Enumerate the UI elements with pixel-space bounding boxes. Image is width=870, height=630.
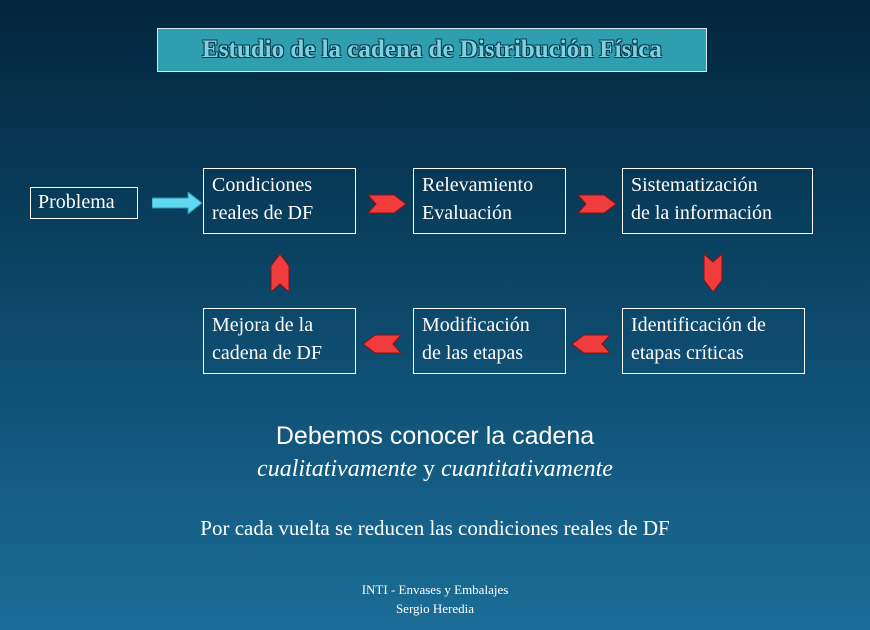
arrow-right-2-icon <box>578 194 616 214</box>
statement-line2: cualitativamente y cuantitativamente <box>0 456 870 483</box>
arrow-left-1-icon <box>572 334 610 354</box>
box-modificacion-line1: Modificación <box>422 314 530 336</box>
arrow-up-icon <box>270 254 290 292</box>
footer-author: Sergio Heredia <box>395 601 475 616</box>
box-condiciones-line1: Condiciones <box>212 174 312 196</box>
statement-connector: y <box>417 456 441 482</box>
box-mejora: Mejora de la cadena de DF <box>203 308 356 374</box>
slide-title: Estudio de la cadena de Distribución Fís… <box>157 28 707 72</box>
box-mejora-line2: cadena de DF <box>212 342 322 364</box>
box-modificacion-line2: de las etapas <box>422 342 524 364</box>
arrow-left-2-icon <box>363 334 401 354</box>
box-sistematizacion: Sistematización de la información <box>622 168 813 234</box>
box-problema: Problema <box>30 187 138 219</box>
box-sistematizacion-line1: Sistematización <box>631 174 758 196</box>
footer: INTI - Envases y Embalajes Sergio Heredi… <box>0 580 870 618</box>
box-modificacion: Modificación de las etapas <box>413 308 566 374</box>
arrow-right-1-icon <box>368 194 406 214</box>
box-identificacion-line2: etapas críticas <box>631 342 744 364</box>
statement-quantitative: cuantitativamente <box>441 456 613 482</box>
box-condiciones: Condiciones reales de DF <box>203 168 356 234</box>
cycle-note: Por cada vuelta se reducen las condicion… <box>200 516 670 540</box>
statement-qualitative: cualitativamente <box>257 456 417 482</box>
box-condiciones-line2: reales de DF <box>212 202 314 224</box>
box-mejora-line1: Mejora de la <box>212 314 314 336</box>
box-relevamiento: Relevamiento Evaluación <box>413 168 566 234</box>
box-sistematizacion-line2: de la información <box>631 202 773 224</box>
footer-org: INTI - Envases y Embalajes <box>361 582 509 597</box>
box-identificacion-line1: Identificación de <box>631 314 766 336</box>
box-relevamiento-line1: Relevamiento <box>422 174 534 196</box>
arrow-right-start-icon <box>152 192 202 214</box>
statement-line1: Debemos conocer la cadena <box>275 422 595 450</box>
arrow-down-icon <box>703 254 723 292</box>
box-relevamiento-line2: Evaluación <box>422 202 512 224</box>
box-identificacion: Identificación de etapas críticas <box>622 308 805 374</box>
